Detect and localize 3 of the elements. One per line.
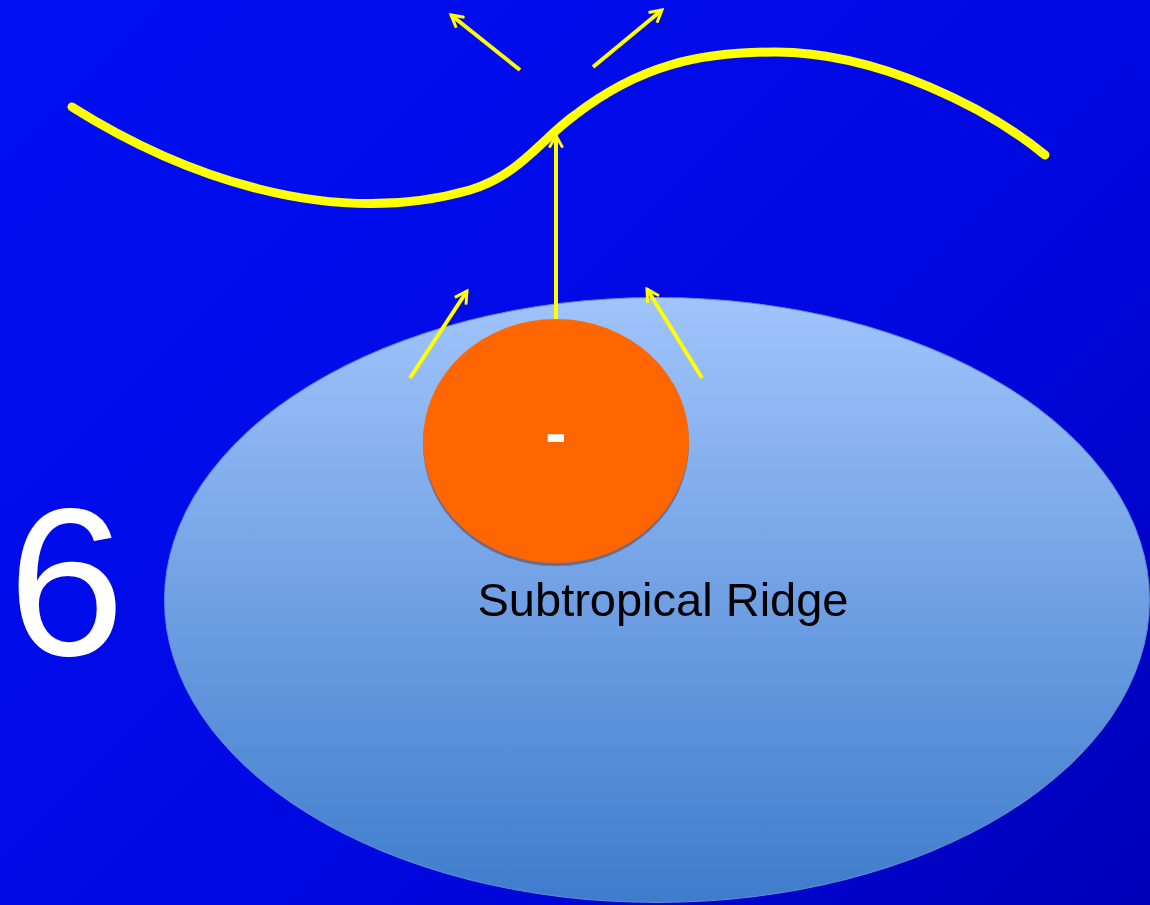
minus-sign: - bbox=[545, 401, 567, 465]
slide-number: 6 bbox=[8, 478, 125, 688]
arrow bbox=[547, 134, 565, 319]
